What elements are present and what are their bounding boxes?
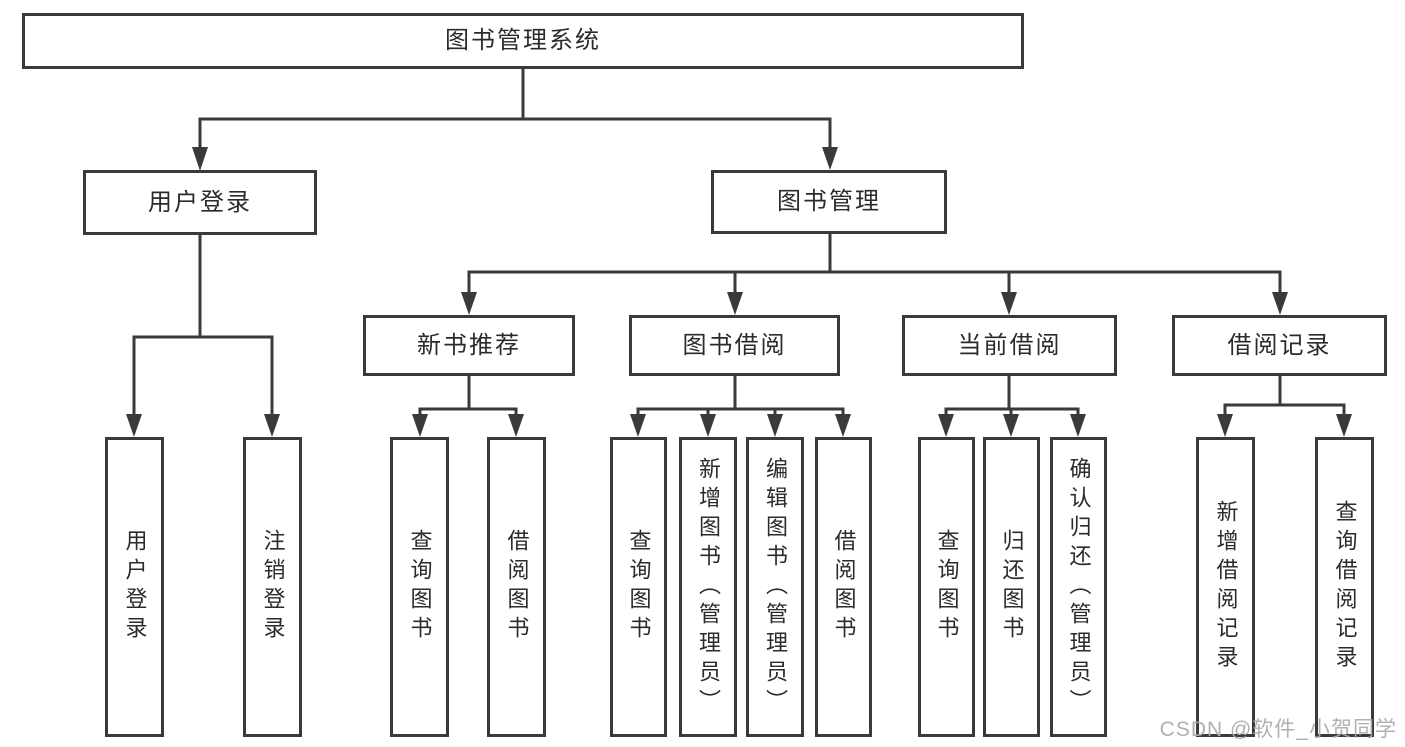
leaf-label: 归还图书	[999, 529, 1025, 645]
watermark-text: CSDN @软件_小贺同学	[1159, 718, 1397, 741]
node-library-management-system: 图书管理系统	[22, 13, 1024, 69]
node-label: 图书借阅	[682, 331, 787, 359]
leaf-add-borrowing-record: 新增借阅记录	[1196, 437, 1255, 737]
node-label: 图书管理系统	[445, 27, 601, 54]
leaf-query-books-recommendation: 查询图书	[390, 437, 449, 737]
node-label: 借阅记录	[1227, 331, 1332, 359]
node-new-book-recommendation: 新书推荐	[363, 315, 575, 376]
leaf-confirm-return-admin: 确认归还（管理员）	[1050, 437, 1107, 737]
leaf-label: 查询图书	[407, 529, 433, 645]
arrow-heads	[126, 147, 1352, 437]
leaf-label: 借阅图书	[831, 529, 857, 645]
node-book-management: 图书管理	[711, 170, 947, 234]
leaf-query-books-borrowing: 查询图书	[610, 437, 667, 737]
leaf-label: 新增借阅记录	[1213, 500, 1239, 674]
leaf-query-books-current: 查询图书	[918, 437, 975, 737]
leaf-return-books: 归还图书	[983, 437, 1040, 737]
node-user-login: 用户登录	[83, 170, 317, 235]
leaf-label: 查询图书	[934, 529, 960, 645]
leaf-borrow-books-borrowing: 借阅图书	[815, 437, 872, 737]
leaf-label: 查询借阅记录	[1332, 500, 1358, 674]
leaf-query-borrowing-record: 查询借阅记录	[1315, 437, 1374, 737]
leaf-logout: 注销登录	[243, 437, 302, 737]
leaf-edit-books-admin: 编辑图书（管理员）	[746, 437, 804, 737]
leaf-label: 借阅图书	[504, 529, 530, 645]
leaf-borrow-books-recommendation: 借阅图书	[487, 437, 546, 737]
leaf-add-books-admin: 新增图书（管理员）	[679, 437, 737, 737]
node-label: 用户登录	[148, 188, 252, 216]
leaf-label: 用户登录	[122, 529, 148, 645]
node-label: 图书管理	[777, 188, 881, 215]
leaf-label: 新增图书（管理员）	[696, 456, 721, 718]
leaf-user-login: 用户登录	[105, 437, 164, 737]
node-book-borrowing: 图书借阅	[629, 315, 840, 376]
node-borrowing-records: 借阅记录	[1172, 315, 1387, 376]
node-label: 新书推荐	[417, 331, 521, 359]
leaf-label: 注销登录	[260, 529, 286, 645]
node-current-borrowing: 当前借阅	[902, 315, 1117, 376]
node-label: 当前借阅	[957, 331, 1062, 359]
leaf-label: 确认归还（管理员）	[1066, 456, 1092, 718]
leaf-label: 查询图书	[626, 529, 652, 645]
leaf-label: 编辑图书（管理员）	[763, 456, 788, 718]
